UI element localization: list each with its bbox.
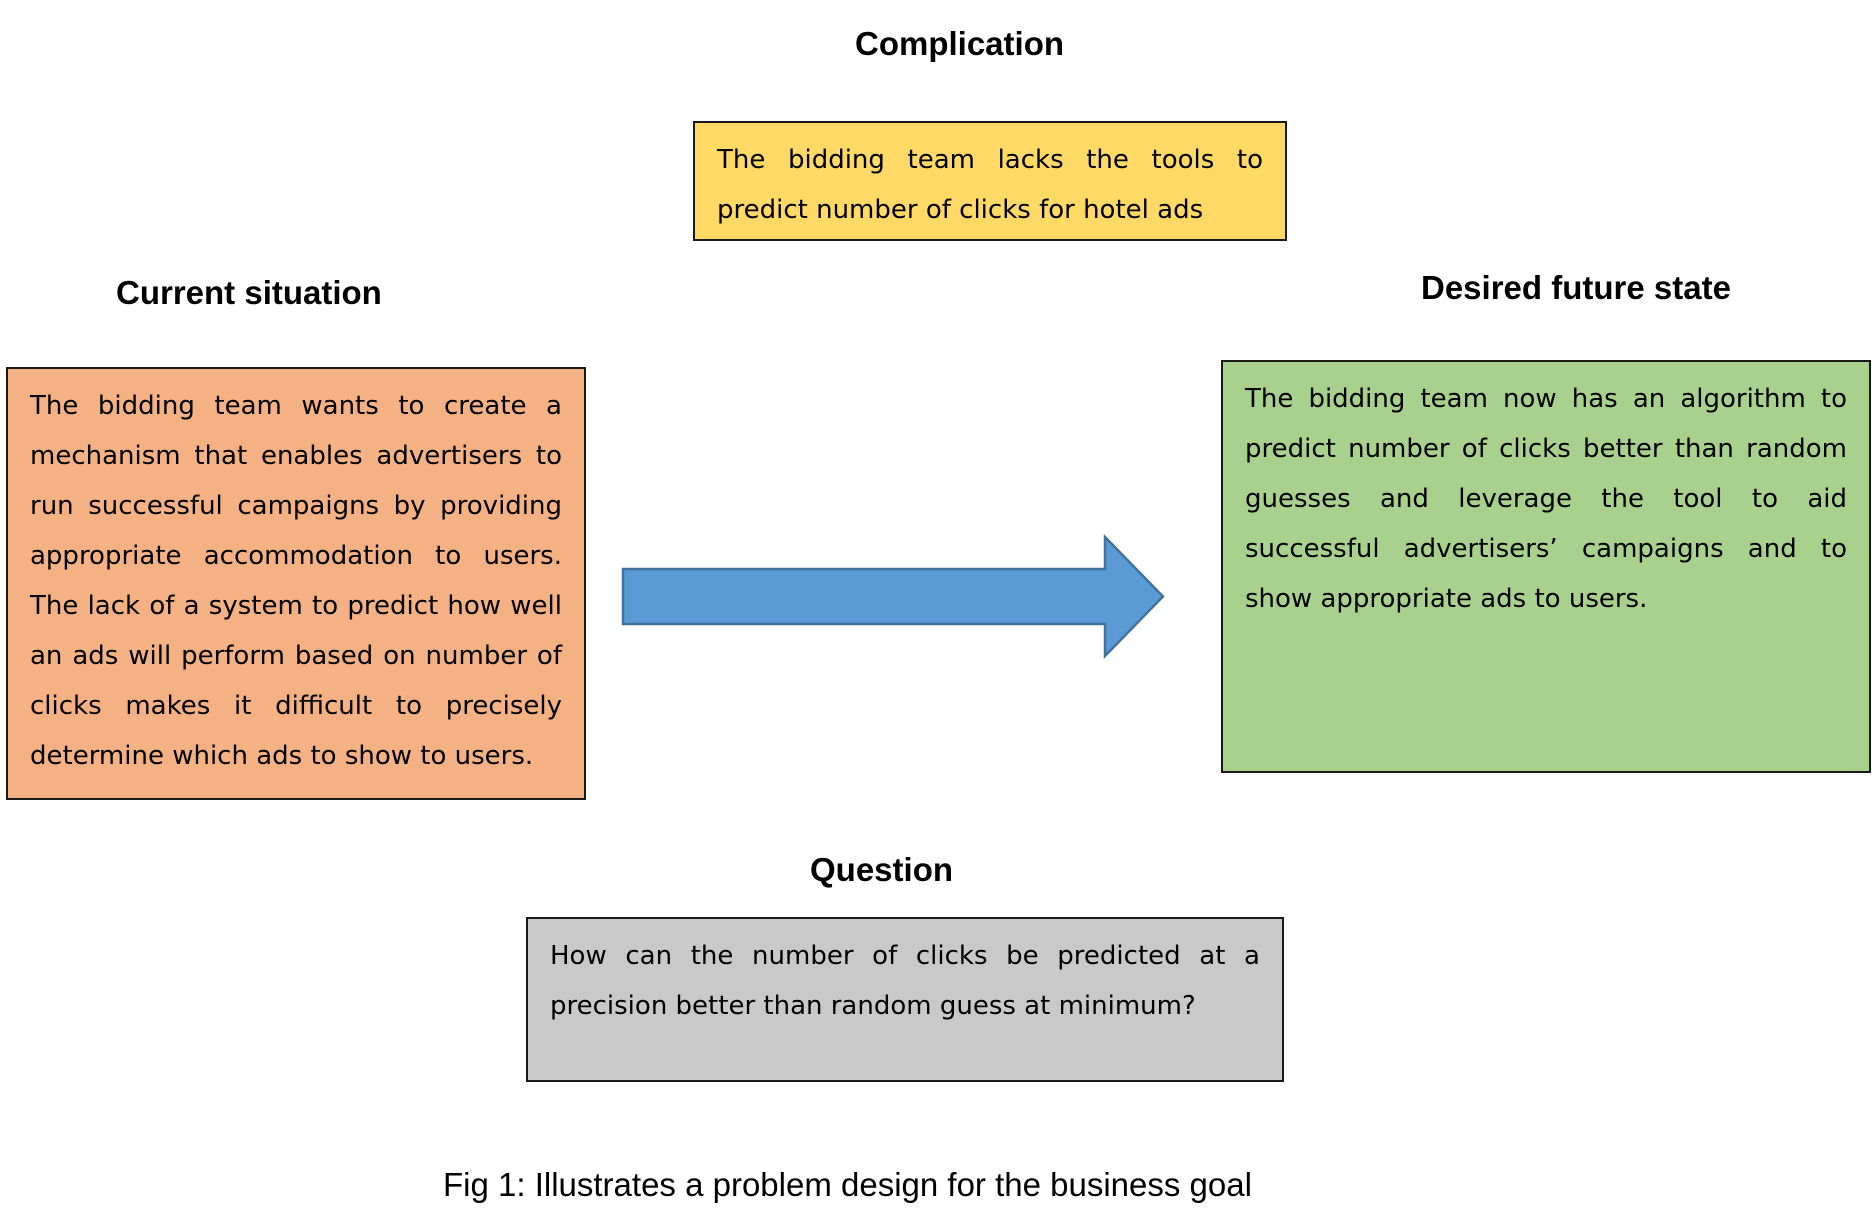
current-situation-text: The bidding team wants to create a mecha… bbox=[30, 391, 562, 771]
complication-text: The bidding team lacks the tools to pred… bbox=[717, 145, 1263, 225]
desired-future-state-text: The bidding team now has an algorithm to… bbox=[1245, 384, 1847, 614]
desired-future-state-box: The bidding team now has an algorithm to… bbox=[1221, 360, 1871, 773]
question-box: How can the number of clicks be predicte… bbox=[526, 917, 1284, 1082]
right-arrow-icon bbox=[621, 534, 1165, 659]
complication-heading: Complication bbox=[855, 25, 1065, 62]
complication-box: The bidding team lacks the tools to pred… bbox=[693, 121, 1287, 241]
arrow-shape bbox=[621, 534, 1165, 659]
figure-caption: Fig 1: Illustrates a problem design for … bbox=[443, 1166, 1252, 1203]
desired-future-state-heading: Desired future state bbox=[1421, 269, 1731, 306]
question-text: How can the number of clicks be predicte… bbox=[550, 941, 1260, 1021]
question-heading: Question bbox=[810, 851, 954, 888]
current-situation-box: The bidding team wants to create a mecha… bbox=[6, 367, 586, 800]
current-situation-heading: Current situation bbox=[116, 274, 382, 311]
